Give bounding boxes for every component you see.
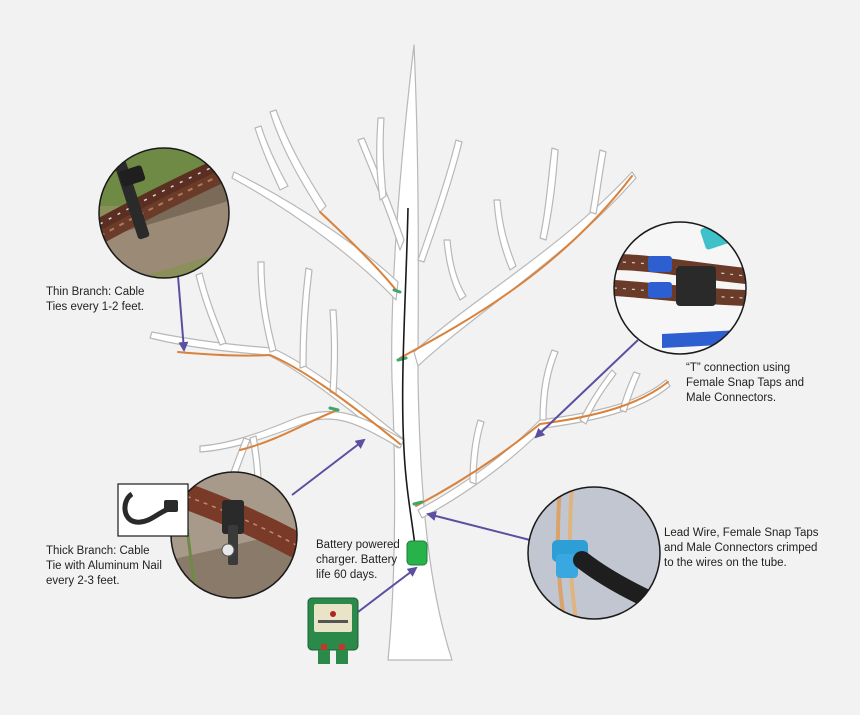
wire-left-long <box>177 351 401 445</box>
arrow-t-connection <box>534 339 639 439</box>
lead-wire <box>401 207 416 547</box>
branch-upper-left <box>231 171 399 301</box>
branch-wires <box>177 175 669 507</box>
callout-arrows <box>177 275 639 613</box>
t-connection-photo <box>613 221 747 355</box>
tree-trunk <box>387 44 453 661</box>
arrow-lead-wire <box>426 511 531 541</box>
thick-branch-label: Thick Branch: Cable Tie with Aluminum Na… <box>46 545 162 587</box>
charger-box-icon <box>307 597 359 664</box>
wire-upper-left <box>319 211 397 291</box>
arrow-thin-branch <box>177 275 189 352</box>
lead-wire-label: Lead Wire, Female Snap Taps and Male Con… <box>664 527 819 569</box>
lead-wire-photo <box>527 486 661 620</box>
trunk-connector-icon <box>406 540 428 566</box>
branch-left-long <box>149 331 403 449</box>
arrow-thick-branch <box>291 438 366 496</box>
wire-upper-right <box>399 175 633 359</box>
thin-branch-photo <box>98 147 230 279</box>
branch-upper-right <box>413 171 637 367</box>
wire-lower-right <box>415 381 669 507</box>
battery-label: Battery powered charger. Battery life 60… <box>316 539 400 581</box>
t-connection-label: “T” connection using Female Snap Taps an… <box>686 362 805 404</box>
cable-tie-icon <box>117 483 189 537</box>
wire-lower-left <box>239 409 339 451</box>
wire-junctions <box>328 288 424 506</box>
thin-branch-label: Thin Branch: Cable Ties every 1-2 feet. <box>46 286 145 313</box>
thick-branch-photo <box>170 471 298 599</box>
arrow-battery <box>357 566 418 613</box>
